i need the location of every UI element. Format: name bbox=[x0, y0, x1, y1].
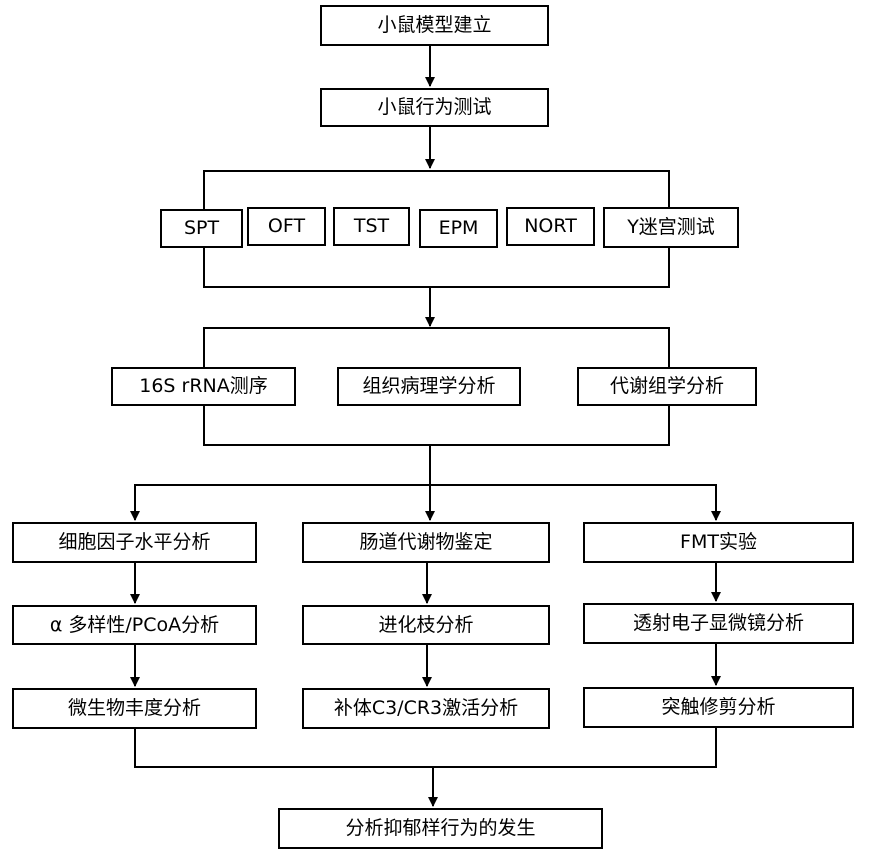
box-clade: 进化枝分析 bbox=[302, 605, 550, 645]
box-gut-metabolite: 肠道代谢物鉴定 bbox=[302, 522, 550, 563]
box-tem: 透射电子显微镜分析 bbox=[583, 603, 854, 644]
box-model: 小鼠模型建立 bbox=[320, 5, 549, 46]
box-cytokine: 细胞因子水平分析 bbox=[12, 522, 257, 563]
box-microbe-abundance: 微生物丰度分析 bbox=[12, 688, 257, 729]
box-histopathology: 组织病理学分析 bbox=[337, 367, 521, 406]
box-16s-rrna: 16S rRNA测序 bbox=[111, 367, 296, 406]
box-test-nort: NORT bbox=[506, 207, 595, 246]
box-complement: 补体C3/CR3激活分析 bbox=[302, 688, 550, 729]
tests-top-bracket bbox=[203, 170, 670, 209]
box-test-spt: SPT bbox=[160, 209, 243, 248]
analyses-bottom-bracket bbox=[203, 406, 670, 446]
box-behavior: 小鼠行为测试 bbox=[320, 88, 549, 127]
box-final: 分析抑郁样行为的发生 bbox=[278, 808, 603, 849]
analyses-top-bracket bbox=[203, 327, 670, 367]
box-synapse-pruning: 突触修剪分析 bbox=[583, 687, 854, 728]
box-test-epm: EPM bbox=[419, 209, 498, 248]
box-test-oft: OFT bbox=[247, 207, 326, 246]
box-alpha-diversity: α 多样性/PCoA分析 bbox=[12, 605, 257, 645]
box-test-tst: TST bbox=[333, 207, 410, 246]
box-fmt: FMT实验 bbox=[583, 522, 854, 563]
tests-bottom-bracket bbox=[203, 248, 670, 288]
box-test-ymaze: Y迷宫测试 bbox=[603, 207, 739, 248]
columns-distribution-line bbox=[134, 484, 717, 520]
box-metabolomics: 代谢组学分析 bbox=[577, 367, 757, 406]
merge-line bbox=[134, 728, 717, 768]
